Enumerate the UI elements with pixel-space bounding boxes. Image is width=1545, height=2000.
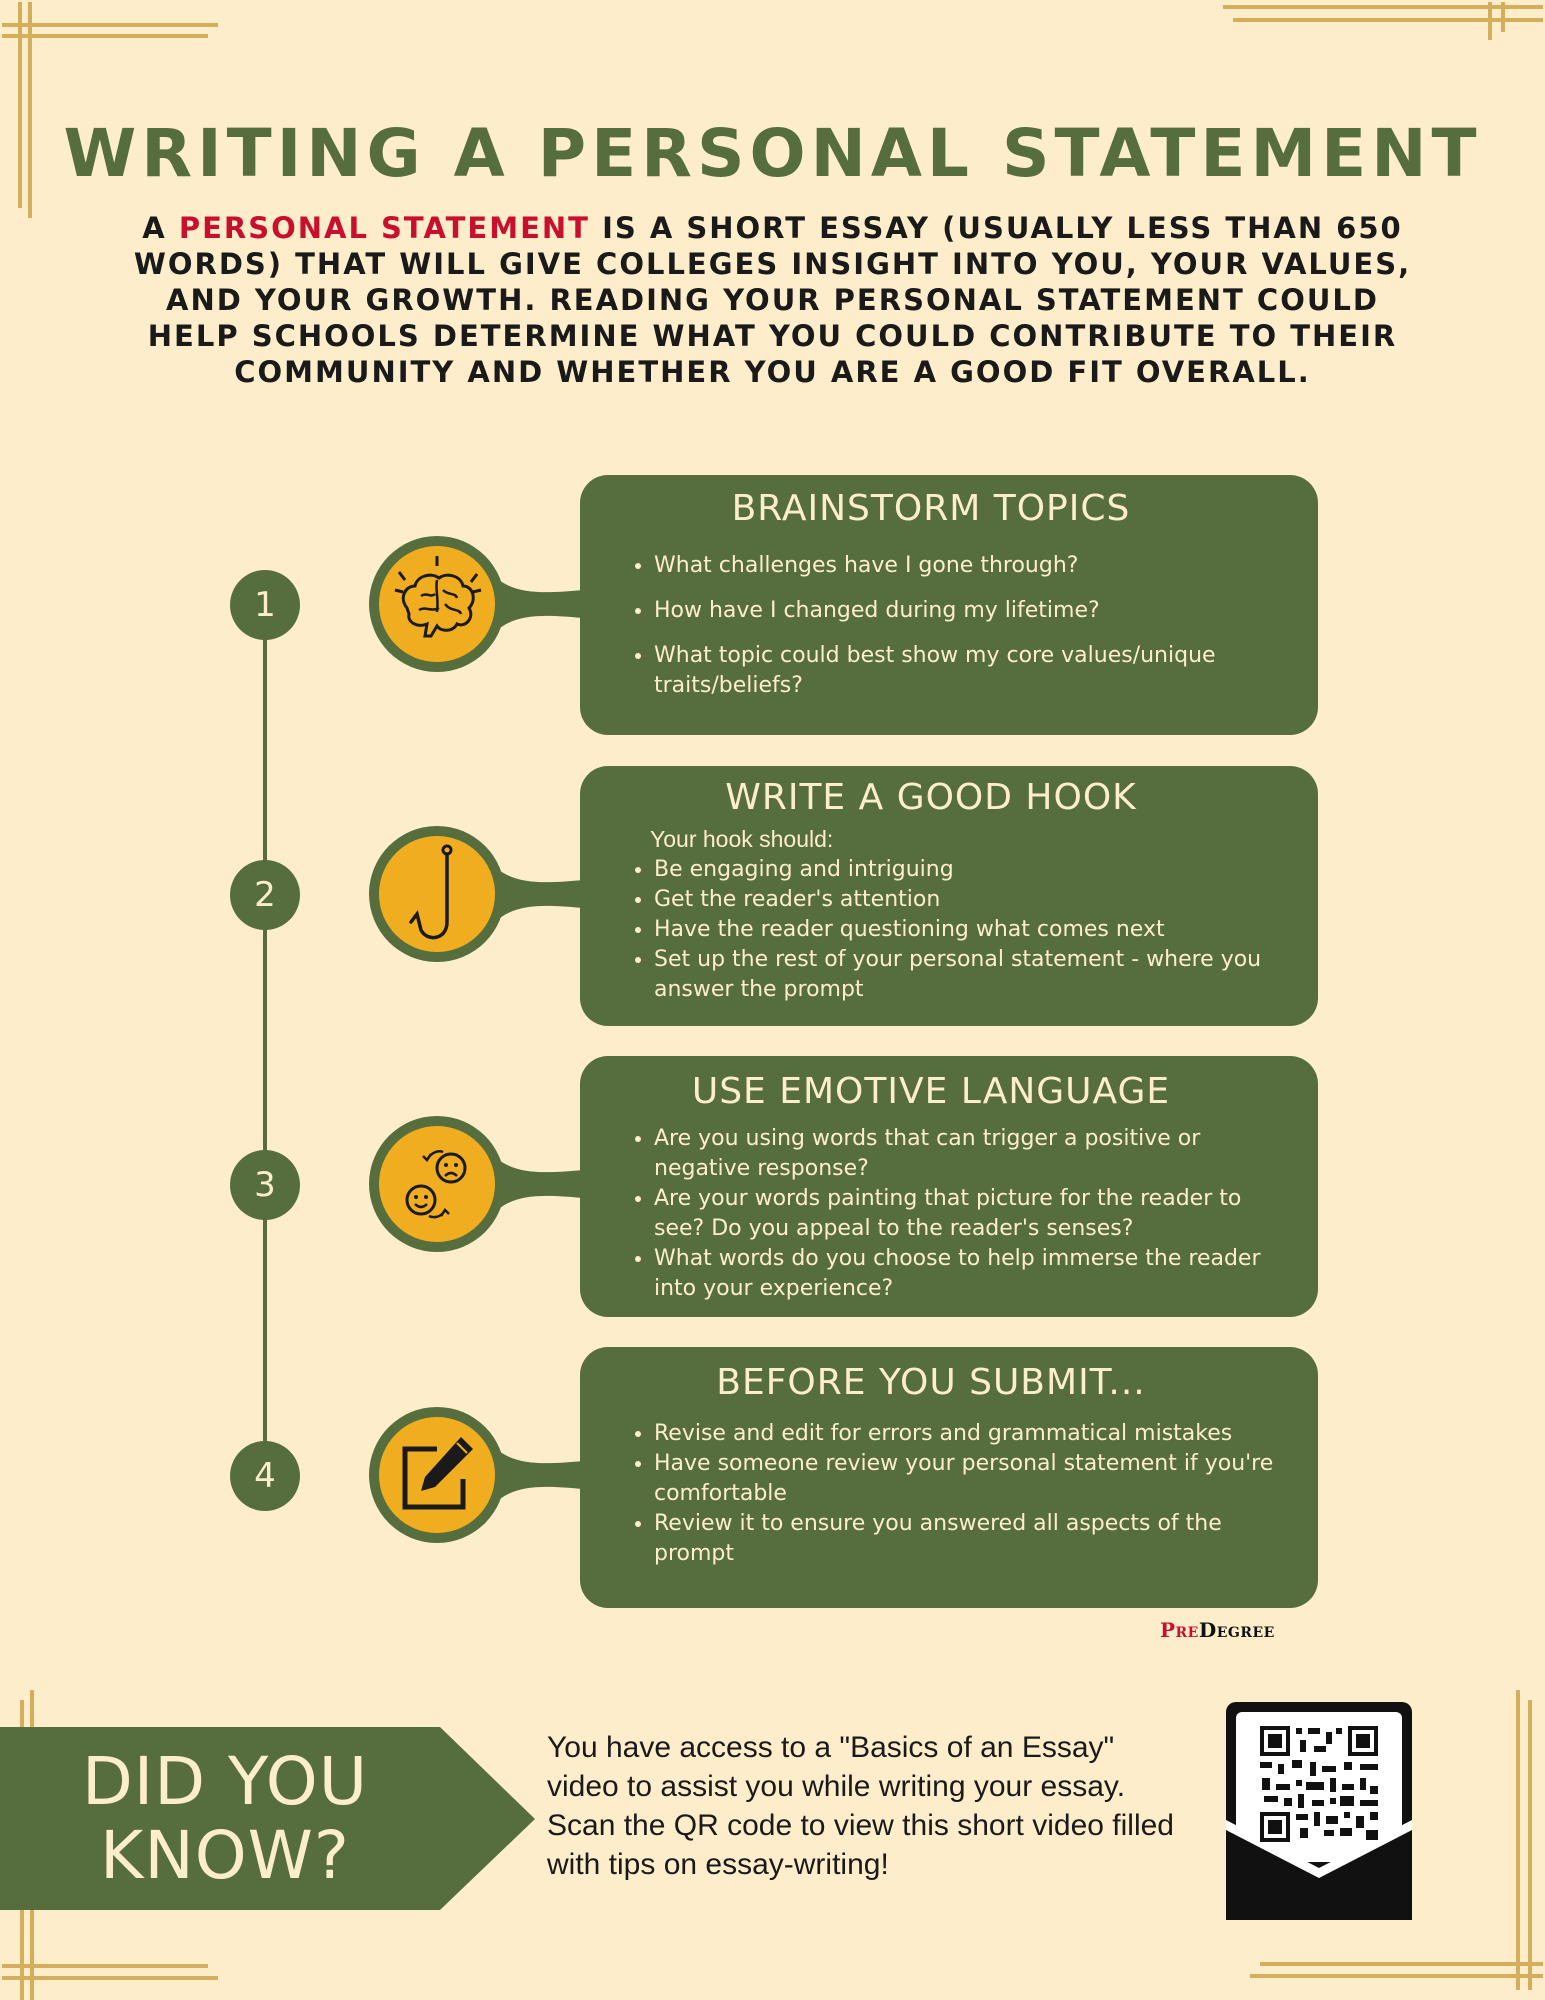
list-item: Are you using words that can trigger a p… xyxy=(654,1124,1278,1184)
list-item-line: What topic could best show my core value… xyxy=(654,643,1216,668)
intro-highlight: PERSONAL STATEMENT xyxy=(178,211,590,245)
step-subtitle-2: Your hook should: xyxy=(650,826,834,852)
edit-icon xyxy=(369,1407,583,1543)
step-card-4: BEFORE YOU SUBMIT... Revise and edit for… xyxy=(580,1347,1318,1608)
step-card-1: BRAINSTORM TOPICS What challenges have I… xyxy=(580,475,1318,735)
list-item: What topic could best show my core value… xyxy=(654,641,1278,701)
brand-logo: PreDegree xyxy=(1160,1618,1275,1642)
list-item: Set up the rest of your personal stateme… xyxy=(654,945,1278,1005)
step-title-2: WRITE A GOOD HOOK xyxy=(725,777,1137,818)
step-card-2: WRITE A GOOD HOOK Your hook should: Be e… xyxy=(580,766,1318,1026)
intro-prefix: A xyxy=(142,211,179,245)
intro-paragraph: A PERSONAL STATEMENT IS A SHORT ESSAY (U… xyxy=(120,210,1425,390)
step-title-4: BEFORE YOU SUBMIT... xyxy=(716,1362,1146,1403)
list-item: Revise and edit for errors and grammatic… xyxy=(654,1419,1278,1449)
timeline-line xyxy=(263,604,267,1476)
step-bullets-4: Revise and edit for errors and grammatic… xyxy=(624,1419,1278,1569)
list-item: Get the reader's attention xyxy=(654,885,1278,915)
step-bullets-1: What challenges have I gone through? How… xyxy=(624,551,1278,701)
list-item: Are your words painting that picture for… xyxy=(654,1184,1278,1244)
step-number-4: 4 xyxy=(230,1441,300,1511)
list-item: Have someone review your personal statem… xyxy=(654,1449,1278,1509)
did-you-know-line-2: KNOW? xyxy=(100,1817,350,1894)
emotions-icon xyxy=(369,1116,583,1252)
page-title: WRITING A PERSONAL STATEMENT xyxy=(63,115,1482,192)
did-you-know-line-1: DID YOU xyxy=(81,1743,369,1820)
step-number-1: 1 xyxy=(230,570,300,640)
brain-icon xyxy=(369,536,583,672)
step-number-2: 2 xyxy=(230,860,300,930)
list-item: What words do you choose to help immerse… xyxy=(654,1244,1278,1304)
step-number-3: 3 xyxy=(230,1150,300,1220)
qr-code-icon[interactable] xyxy=(1226,1702,1412,1920)
step-bullets-3: Are you using words that can trigger a p… xyxy=(624,1124,1278,1304)
step-bullets-2: Be engaging and intriguing Get the reade… xyxy=(624,855,1278,1005)
list-item: Review it to ensure you answered all asp… xyxy=(654,1509,1278,1569)
list-item: What challenges have I gone through? xyxy=(654,551,1278,581)
list-item: Have the reader questioning what comes n… xyxy=(654,915,1278,945)
step-title-3: USE EMOTIVE LANGUAGE xyxy=(691,1071,1171,1112)
step-title-1: BRAINSTORM TOPICS xyxy=(731,488,1131,529)
did-you-know-heading: DID YOU KNOW? xyxy=(45,1745,405,1893)
intro-rest: IS A SHORT ESSAY (USUALLY LESS THAN 650 … xyxy=(133,211,1412,389)
brand-pre: Pre xyxy=(1160,1618,1199,1642)
list-item: Be engaging and intriguing xyxy=(654,855,1278,885)
hook-icon xyxy=(369,826,583,962)
list-item-line: traits/beliefs? xyxy=(654,673,803,698)
step-card-3: USE EMOTIVE LANGUAGE Are you using words… xyxy=(580,1056,1318,1317)
did-you-know-banner xyxy=(0,1727,535,1910)
brand-degree: Degree xyxy=(1198,1618,1275,1642)
list-item: How have I changed during my lifetime? xyxy=(654,596,1278,626)
did-you-know-body: You have access to a "Basics of an Essay… xyxy=(547,1731,1174,1881)
